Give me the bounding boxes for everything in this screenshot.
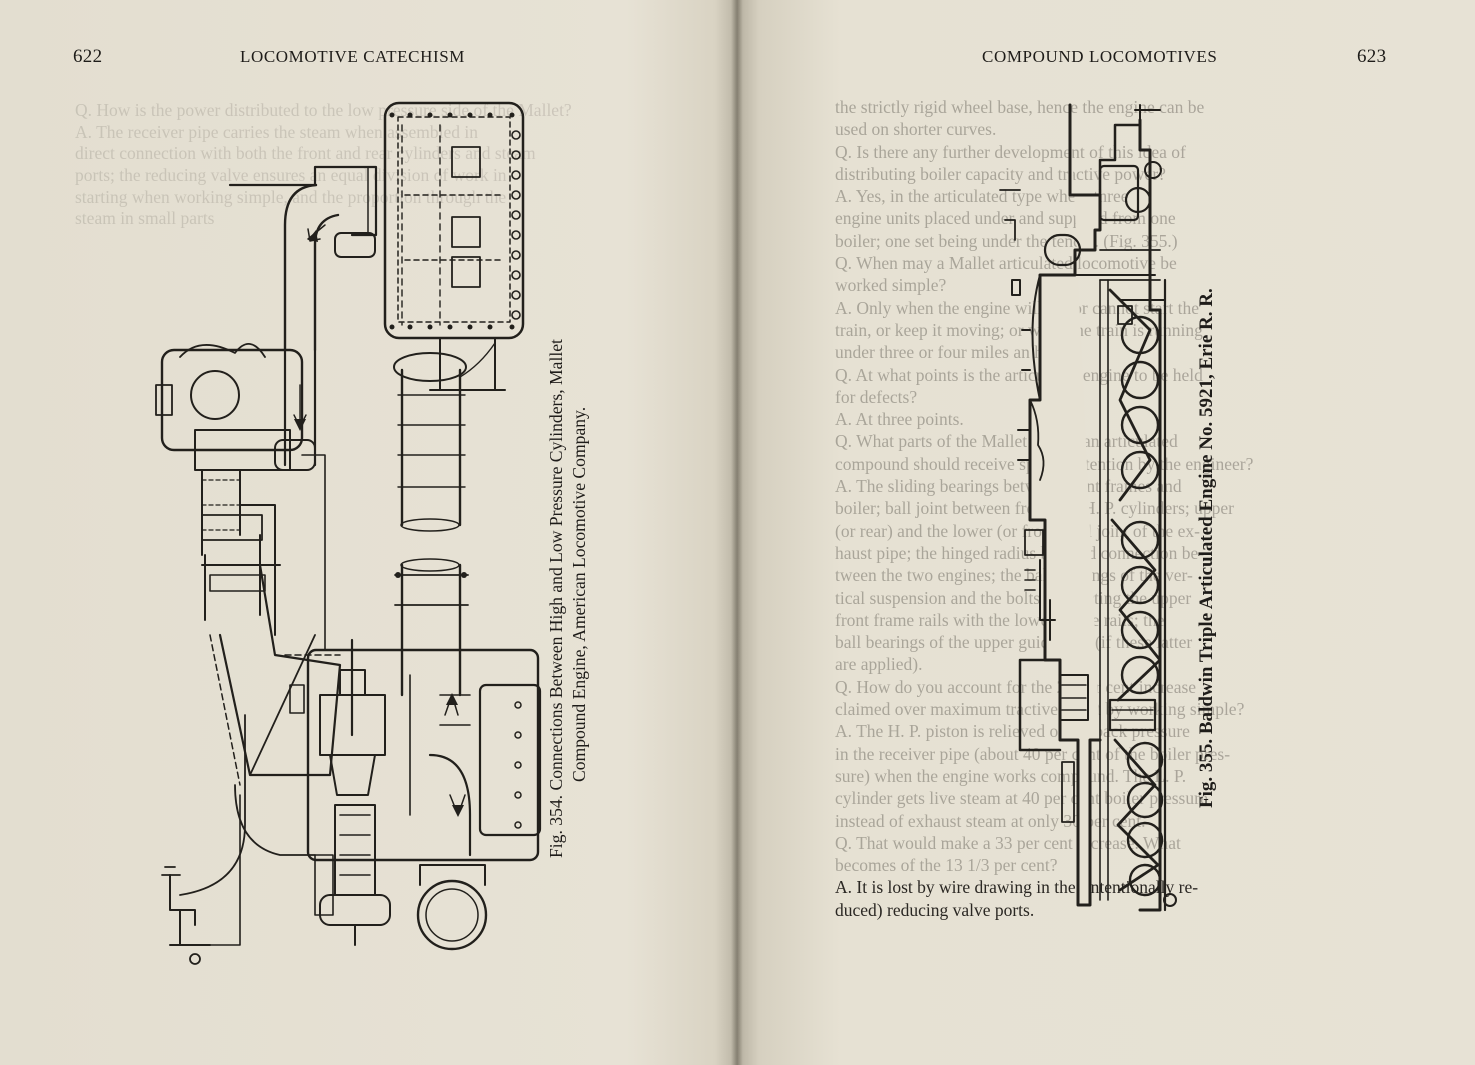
left-running-head: LOCOMOTIVE CATECHISM xyxy=(240,47,465,66)
right-page: COMPOUND LOCOMOTIVES 623 xyxy=(737,0,1475,1065)
text-line: tical suspension and the bolts connectin… xyxy=(835,587,1192,608)
text-line: claimed over maximum tractive effort by … xyxy=(835,699,1245,720)
bleed-line: steam in small parts xyxy=(75,208,215,229)
text-line: used on shorter curves. xyxy=(835,119,997,140)
text-line: the strictly rigid wheel base, hence the… xyxy=(835,97,1205,117)
right-running-head: COMPOUND LOCOMOTIVES xyxy=(982,47,1218,66)
text-line: duced) reducing valve ports. xyxy=(835,899,1035,920)
text-line: are applied). xyxy=(835,654,923,675)
text-line: A. At three points. xyxy=(835,409,964,430)
text-line: A. Yes, in the articulated type where th… xyxy=(835,186,1129,207)
figure-354-caption-line-1: Fig. 354. Connections Between High and L… xyxy=(546,339,566,858)
text-line: instead of exhaust steam at only 30 per … xyxy=(835,810,1146,831)
text-line: A. The H. P. piston is relieved of the b… xyxy=(835,721,1190,742)
text-line: A. The sliding bearings between front fr… xyxy=(835,476,1182,497)
text-line: worked simple? xyxy=(835,275,947,296)
figure-355-caption: Fig. 355. Baldwin Triple Articulated Eng… xyxy=(1196,288,1217,808)
text-line: becomes of the 13 1/3 per cent? xyxy=(835,855,1058,876)
left-page-number: 622 xyxy=(73,46,103,67)
figure-354-cylinder-connections xyxy=(155,101,542,965)
figure-354-caption-line-2: Compound Engine, American Locomotive Com… xyxy=(569,406,589,782)
figure-354-caption: Fig. 354. Connections Between High and L… xyxy=(545,339,591,858)
bleed-line: A. The receiver pipe carries the steam w… xyxy=(75,121,478,142)
text-line: train, or keep it moving; or when the tr… xyxy=(835,319,1203,340)
text-line: Q. At what points is the articulated eng… xyxy=(835,364,1203,385)
text-line: under three or four miles an hour. xyxy=(835,342,1070,363)
left-page: 622 LOCOMOTIVE CATECHISM Q. How is the p… xyxy=(0,0,737,1065)
text-line: haust pipe; the hinged radius bar, and c… xyxy=(835,542,1205,563)
text-line: distributing boiler capacity and tractiv… xyxy=(835,163,1166,184)
text-line: tween the two engines; the ball bearings… xyxy=(835,565,1193,586)
text-line: Q. When may a Mallet articulated locomot… xyxy=(835,253,1177,274)
bleed-line: direct connection with both the front an… xyxy=(75,143,536,164)
book-gutter xyxy=(731,0,743,1065)
text-line: ball bearings of the upper guide bars (i… xyxy=(835,632,1193,653)
text-line: for defects? xyxy=(835,386,918,407)
text-line: Q. That would make a 33 per cent increas… xyxy=(835,832,1181,853)
text-line: Q. How do you account for the 20 per cen… xyxy=(835,676,1197,697)
figure-355-locomotive xyxy=(999,103,1177,912)
text-line: Q. Is there any further development of t… xyxy=(835,141,1186,162)
text-line: sure) when the engine works compound. Th… xyxy=(835,765,1187,786)
text-line: cylinder gets live steam at 40 per cent … xyxy=(835,788,1208,809)
text-line: Q. What parts of the Mallet American art… xyxy=(835,431,1178,452)
right-page-number: 623 xyxy=(1357,46,1387,67)
